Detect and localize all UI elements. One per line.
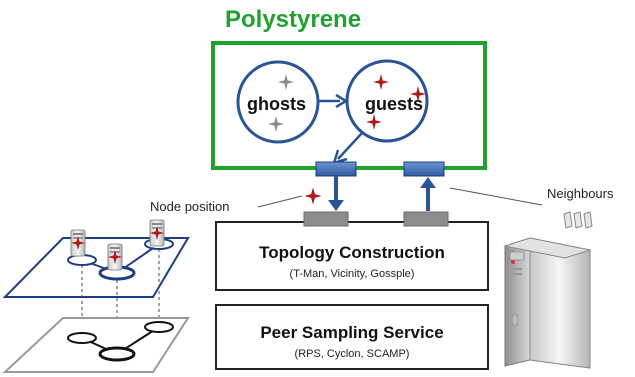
polystyrene-title: Polystyrene <box>225 6 362 33</box>
physical-node <box>144 321 174 333</box>
neighbours-label: Neighbours <box>547 186 614 201</box>
guests-label: guests <box>365 94 424 114</box>
output-port <box>315 161 357 177</box>
guest-star-icon <box>410 86 426 102</box>
topology-construction-box <box>215 221 489 291</box>
neighbours-stack-icon <box>563 211 593 229</box>
tc-output-port <box>303 211 349 227</box>
physical-node <box>67 332 97 344</box>
topology-construction-subtitle: (T-Man, Vicinity, Gossple) <box>289 268 415 280</box>
server-tower-icon <box>503 237 592 369</box>
server-node-icon <box>149 219 165 247</box>
guest-star-icon <box>373 74 389 90</box>
guest-star-icon <box>366 114 382 130</box>
peer-sampling-subtitle: (RPS, Cyclon, SCAMP) <box>294 348 410 360</box>
node-position-pointer <box>257 195 303 208</box>
input-port <box>403 161 445 177</box>
down-arrow <box>328 176 344 211</box>
peer-sampling-title: Peer Sampling Service <box>260 323 444 342</box>
physical-node <box>98 346 136 362</box>
ghosts-to-guests-arrow <box>318 93 349 109</box>
node-position-label: Node position <box>150 199 230 214</box>
ghosts-label: ghosts <box>247 94 307 114</box>
server-node-icon <box>107 243 123 271</box>
up-arrow <box>420 177 436 211</box>
node-position-star-icon <box>301 184 325 208</box>
neighbours-pointer <box>449 187 543 206</box>
ghost-star-icon <box>268 116 284 132</box>
overlay-plane <box>2 237 190 298</box>
tc-input-port <box>403 211 449 227</box>
overlay-node <box>67 254 97 266</box>
server-node-icon <box>70 229 86 257</box>
topology-construction-title: Topology Construction <box>259 243 445 262</box>
peer-sampling-box <box>215 304 489 370</box>
ghost-star-icon <box>278 74 294 90</box>
